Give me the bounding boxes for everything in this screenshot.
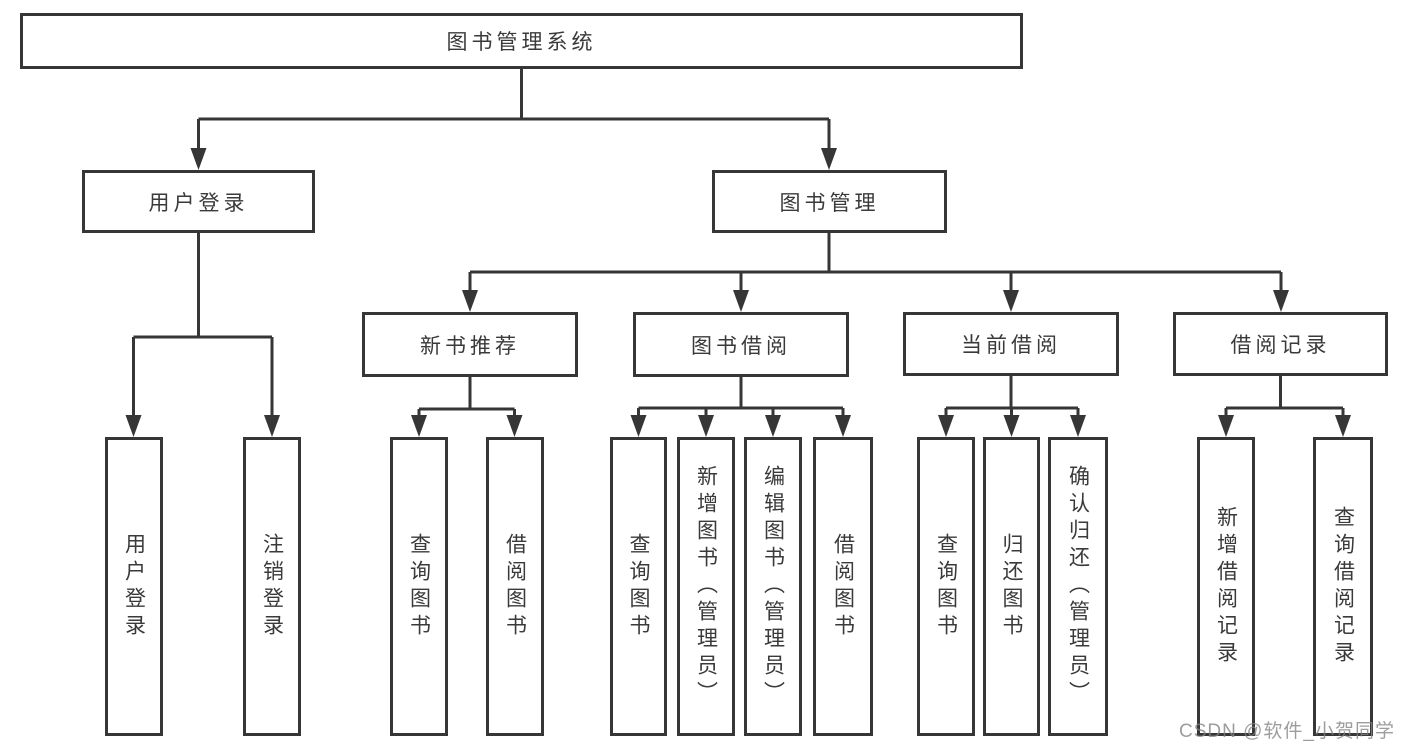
node-label: 用户登录 xyxy=(122,532,146,641)
leaf-query-borrow-record: 查询借阅记录 xyxy=(1313,437,1373,736)
node-label: 用户登录 xyxy=(148,191,249,215)
node-label: 注销登录 xyxy=(260,532,284,641)
node-book-management: 图书管理 xyxy=(712,170,947,233)
node-current-borrowing: 当前借阅 xyxy=(903,312,1119,376)
node-label: 新增借阅记录 xyxy=(1214,505,1238,668)
leaf-logout: 注销登录 xyxy=(243,437,301,736)
csdn-watermark: CSDN @软件_小贺同学 xyxy=(1179,721,1395,742)
node-label: 查询图书 xyxy=(407,532,431,641)
node-label: 查询借阅记录 xyxy=(1331,505,1355,668)
leaf-borrow-books-2: 借阅图书 xyxy=(813,437,873,736)
arrowheads xyxy=(125,148,1351,437)
node-new-book-recommend: 新书推荐 xyxy=(362,312,578,377)
leaf-confirm-return-admin: 确认归还（管理员） xyxy=(1048,437,1108,736)
node-user-login: 用户登录 xyxy=(82,170,315,233)
leaf-edit-books-admin: 编辑图书（管理员） xyxy=(744,437,802,736)
node-label: 图书管理系统 xyxy=(446,31,597,54)
leaf-add-books-admin: 新增图书（管理员） xyxy=(677,437,735,736)
leaf-query-books-2: 查询图书 xyxy=(610,437,667,736)
leaf-query-books-3: 查询图书 xyxy=(917,437,975,736)
leaf-query-books-1: 查询图书 xyxy=(390,437,448,736)
node-label: 借阅记录 xyxy=(1230,334,1331,357)
tree-edges xyxy=(132,69,1345,419)
leaf-return-books: 归还图书 xyxy=(983,437,1040,736)
node-library-management-system: 图书管理系统 xyxy=(20,13,1023,69)
node-label: 新书推荐 xyxy=(420,334,520,358)
node-label: 查询图书 xyxy=(627,532,650,641)
node-label: 图书管理 xyxy=(779,191,880,215)
node-label: 当前借阅 xyxy=(961,334,1061,357)
node-label: 借阅图书 xyxy=(831,532,855,641)
node-label: 归还图书 xyxy=(1000,532,1023,641)
node-label: 确认归还（管理员） xyxy=(1066,465,1090,708)
node-label: 图书借阅 xyxy=(691,334,791,358)
node-label: 新增图书（管理员） xyxy=(694,465,718,708)
leaf-add-borrow-record: 新增借阅记录 xyxy=(1197,437,1255,736)
leaf-user-login: 用户登录 xyxy=(105,437,163,736)
node-book-borrowing: 图书借阅 xyxy=(633,312,849,377)
node-label: 借阅图书 xyxy=(503,532,527,641)
node-label: 查询图书 xyxy=(934,532,958,641)
node-borrowing-records: 借阅记录 xyxy=(1173,312,1388,376)
node-label: 编辑图书（管理员） xyxy=(761,465,785,708)
leaf-borrow-books-1: 借阅图书 xyxy=(486,437,544,736)
